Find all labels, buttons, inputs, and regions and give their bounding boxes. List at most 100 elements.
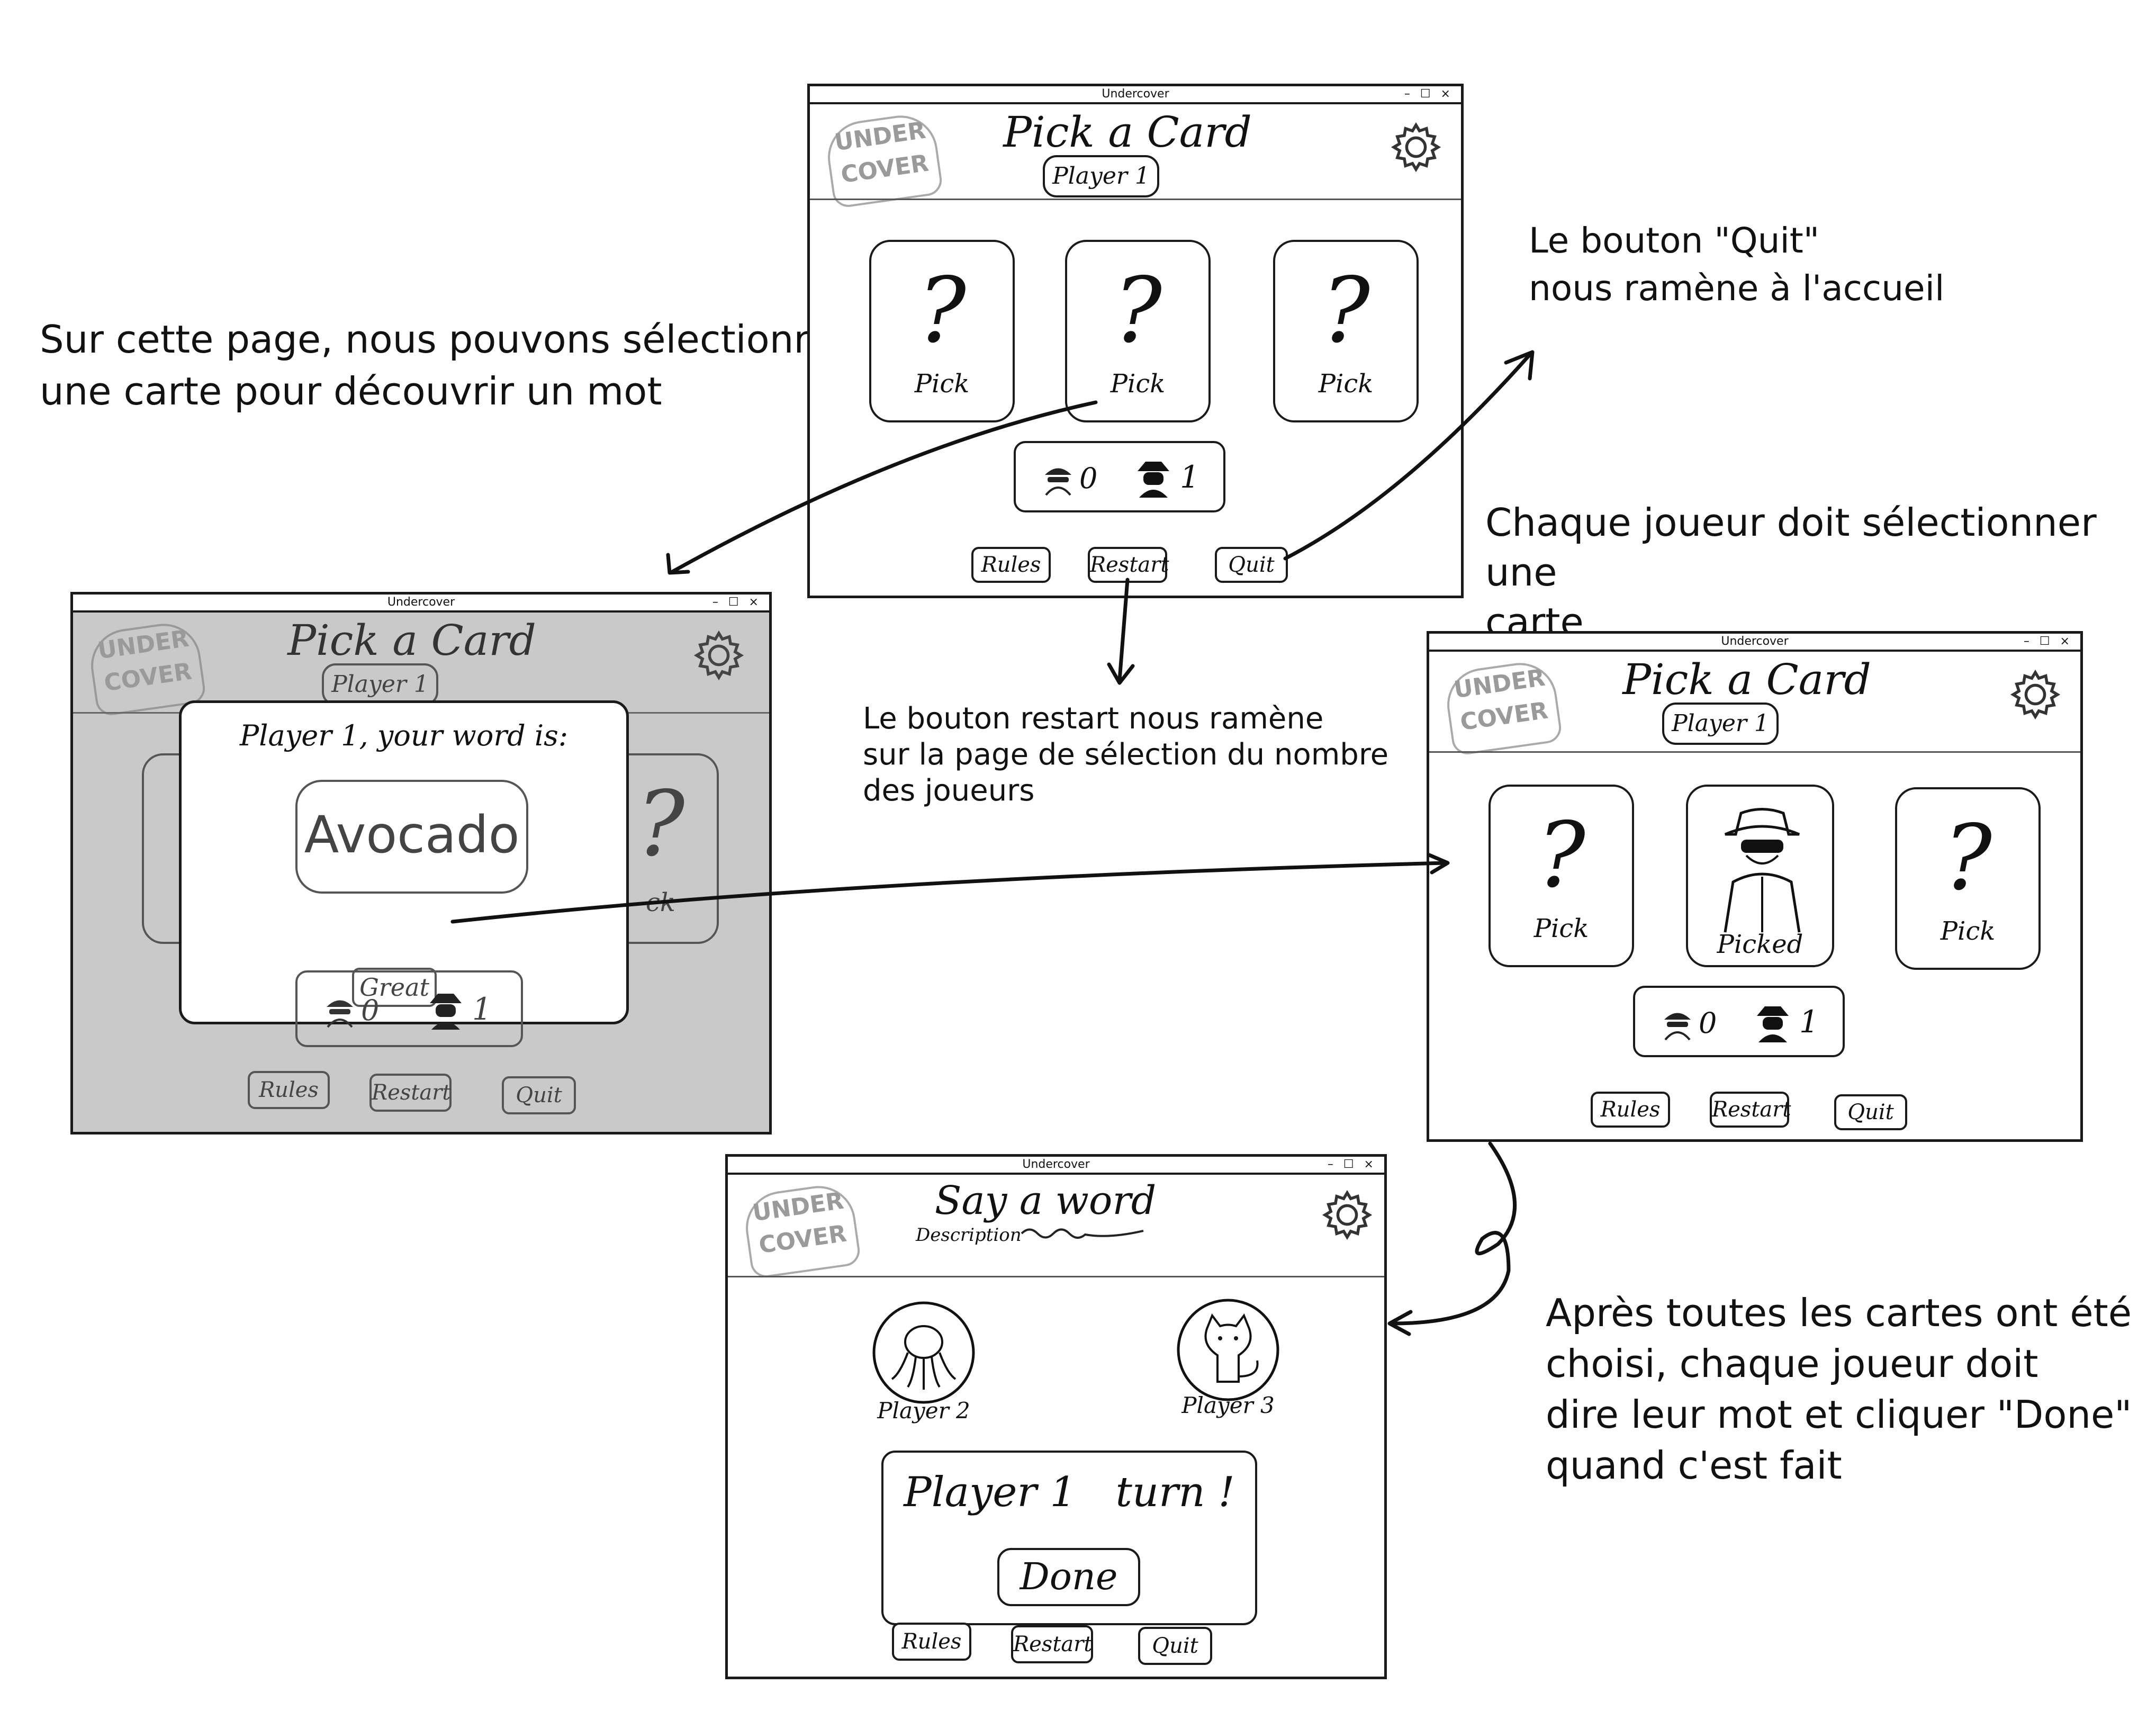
- window-controls[interactable]: – ☐ ×: [2023, 635, 2073, 648]
- civilian-icon: [1664, 1013, 1691, 1041]
- player-badge: Player 1: [1662, 703, 1779, 745]
- quit-button[interactable]: Quit: [1834, 1094, 1907, 1130]
- pick-card-1[interactable]: ? Pick: [869, 240, 1015, 422]
- window-controls[interactable]: – ☐ ×: [1327, 1158, 1377, 1171]
- turn-panel: Player 1 turn ! Done: [881, 1451, 1257, 1625]
- undercover-count: 1: [472, 991, 492, 1027]
- pick-card-3[interactable]: ? Pick: [1895, 787, 2041, 970]
- page-title: Pick a Card: [1622, 655, 1871, 704]
- civilian-count: 0: [361, 994, 380, 1027]
- undercover-count: 1: [1799, 1004, 1819, 1040]
- window-controls[interactable]: – ☐ ×: [1404, 87, 1454, 101]
- settings-gear-icon[interactable]: [2006, 665, 2064, 724]
- role-counter: 0 1: [1633, 986, 1845, 1057]
- note-restart-button: Le bouton restart nous ramène sur la pag…: [863, 701, 1389, 808]
- card-label: Pick: [914, 369, 970, 399]
- restart-button[interactable]: Restart: [1710, 1092, 1791, 1128]
- civilian-icon: [327, 1000, 353, 1028]
- player-name: Player 3: [1181, 1392, 1275, 1418]
- window-title: Undercover: [387, 596, 455, 609]
- window-title: Undercover: [1102, 87, 1169, 101]
- window-titlebar: Undercover – ☐ ×: [810, 86, 1461, 104]
- arrow-quit-to-home: [1283, 353, 1532, 561]
- description-scribble: [1021, 1228, 1144, 1239]
- page-title: Pick a Card: [287, 616, 536, 665]
- note-each-player: Chaque joueur doit sélectionner une cart…: [1485, 500, 2097, 644]
- undercover-icon: [1757, 1006, 1789, 1042]
- arrow-picked-to-say-head: [1387, 1310, 1413, 1336]
- settings-gear-icon[interactable]: [690, 626, 748, 685]
- word-prompt: Player 1, your word is:: [239, 719, 569, 752]
- arrow-pick-to-modal-head: [666, 553, 690, 575]
- picked-card: Picked: [1686, 785, 1834, 967]
- great-button[interactable]: Great: [352, 968, 437, 1007]
- restart-button[interactable]: Restart: [1011, 1625, 1093, 1663]
- question-mark-icon: ?: [1537, 803, 1586, 908]
- window-titlebar: Undercover – ☐ ×: [73, 595, 769, 613]
- restart-button[interactable]: Restart: [1088, 547, 1169, 583]
- pick-card-2[interactable]: ? Pick: [1065, 240, 1211, 422]
- header-divider: [810, 199, 1461, 200]
- card-label: Pick: [1110, 369, 1166, 399]
- window-titlebar: Undercover – ☐ ×: [728, 1157, 1384, 1175]
- spy-icon: [1724, 808, 1801, 933]
- rules-button[interactable]: Rules: [892, 1623, 971, 1661]
- description-label: Description: [916, 1224, 1022, 1246]
- arrow-quit-to-home-head: [1504, 350, 1535, 381]
- note-quit-button: Le bouton "Quit" nous ramène à l'accueil: [1529, 220, 1945, 309]
- question-mark-icon: ?: [1943, 806, 1992, 911]
- rules-button[interactable]: Rules: [1591, 1092, 1670, 1128]
- settings-gear-icon[interactable]: [1318, 1186, 1376, 1244]
- pick-card-3[interactable]: ? Pick: [1273, 240, 1419, 422]
- role-counter: 0 1: [295, 970, 523, 1047]
- header-divider: [728, 1276, 1384, 1277]
- civilian-icon: [1045, 468, 1071, 496]
- octopus-avatar-icon: [872, 1301, 975, 1404]
- window-title: Undercover: [1721, 635, 1789, 648]
- player-name: Player 2: [877, 1398, 970, 1424]
- card-label: Picked: [1717, 930, 1803, 959]
- window-title: Undercover: [1022, 1158, 1090, 1171]
- rules-button[interactable]: Rules: [248, 1071, 330, 1109]
- quit-button[interactable]: Quit: [1215, 547, 1288, 583]
- quit-button[interactable]: Quit: [502, 1076, 576, 1114]
- arrow-pick-to-modal: [670, 400, 1098, 574]
- question-mark-icon: ?: [636, 772, 685, 877]
- pick-card-1[interactable]: ? Pick: [1489, 785, 1634, 967]
- civilian-count: 0: [1079, 462, 1098, 495]
- done-button[interactable]: Done: [997, 1548, 1140, 1606]
- quit-button[interactable]: Quit: [1138, 1627, 1212, 1665]
- question-mark-icon: ?: [1113, 258, 1162, 363]
- page-title: Pick a Card: [1003, 107, 1252, 157]
- question-mark-icon: ?: [1321, 258, 1370, 363]
- player-badge: Player 1: [1043, 155, 1159, 197]
- note-after-cards: Après toutes les cartes ont été choisi, …: [1546, 1291, 2132, 1488]
- undercover-count: 1: [1180, 459, 1199, 495]
- arrow-restart-down-head: [1107, 662, 1135, 685]
- settings-gear-icon[interactable]: [1387, 118, 1445, 176]
- secret-word: Avocado: [295, 780, 528, 894]
- undercover-icon: [430, 994, 462, 1030]
- card-label: Pick: [1940, 916, 1996, 946]
- arrow-great-to-picked-head: [1427, 853, 1450, 875]
- cat-avatar-icon: [1177, 1299, 1279, 1401]
- role-counter: 0 1: [1014, 441, 1225, 512]
- header-divider: [1429, 751, 2080, 753]
- question-mark-icon: ?: [917, 258, 967, 363]
- turn-text: Player 1 turn !: [904, 1469, 1235, 1516]
- restart-button[interactable]: Restart: [369, 1074, 452, 1112]
- page-title: Say a word: [934, 1178, 1157, 1223]
- arrow-picked-to-say: [1390, 1141, 1517, 1326]
- window-controls[interactable]: – ☐ ×: [712, 596, 762, 609]
- arrow-great-to-picked: [450, 861, 1447, 924]
- rules-button[interactable]: Rules: [971, 547, 1051, 583]
- arrow-restart-down: [1117, 578, 1130, 682]
- undercover-icon: [1138, 462, 1169, 498]
- card-label: Pick: [1533, 914, 1589, 943]
- window-titlebar: Undercover – ☐ ×: [1429, 634, 2080, 652]
